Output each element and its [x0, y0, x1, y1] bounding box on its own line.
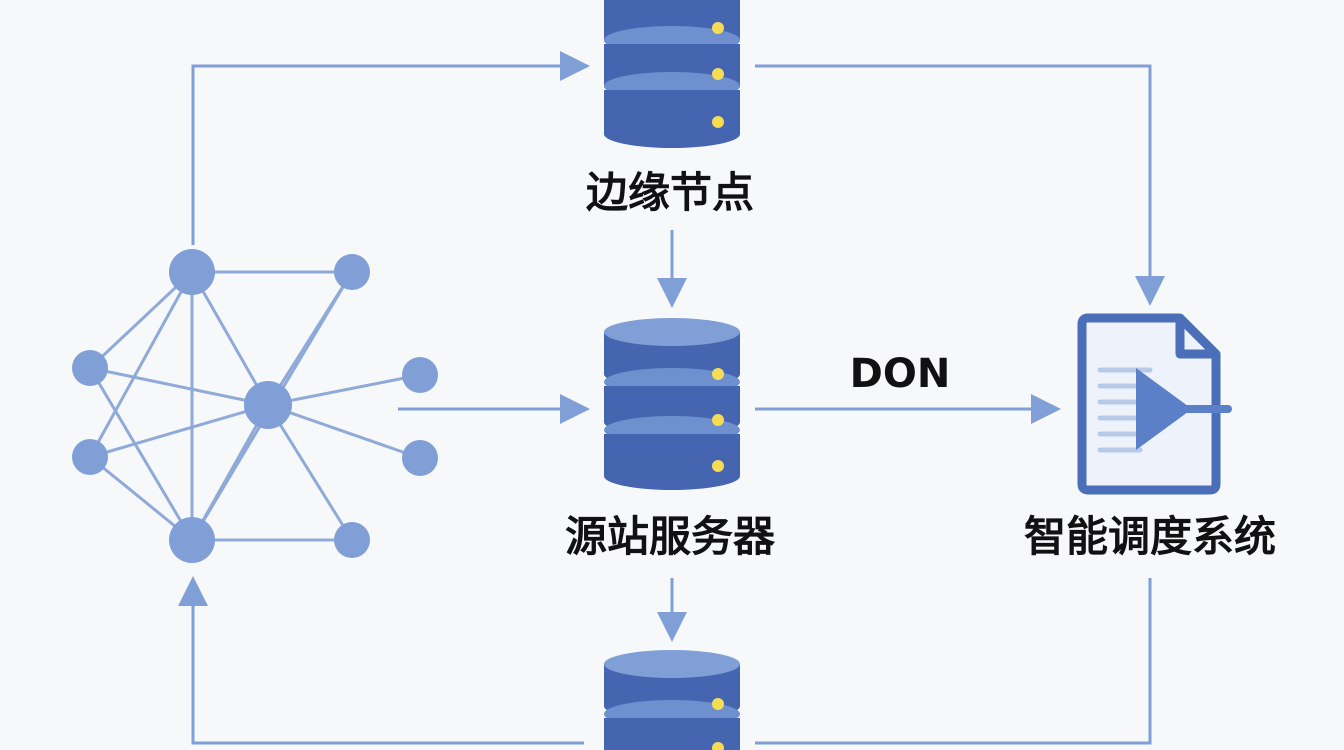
- network-node: [244, 381, 292, 429]
- document-play-icon: [1077, 313, 1232, 495]
- network-node: [402, 440, 438, 476]
- arrow-network-to-edge-node: [191, 51, 590, 245]
- line-edge-node-to-scheduler: [755, 64, 1165, 306]
- network-node: [169, 517, 215, 563]
- network-node: [334, 522, 370, 558]
- database-icon: [604, 318, 740, 490]
- network-node: [72, 439, 108, 475]
- scheduler-label: 智能调度系统: [1023, 512, 1276, 561]
- edge-node-label: 边缘节点: [585, 168, 754, 217]
- network-node: [72, 350, 108, 386]
- network-graph-icon: [72, 249, 438, 563]
- connectors: [178, 51, 1165, 745]
- network-node: [334, 254, 370, 290]
- line-scheduler-to-bottom-server: [755, 578, 1152, 745]
- don-edge-label: DON: [849, 351, 951, 397]
- database-icon: [604, 0, 740, 148]
- network-node: [402, 357, 438, 393]
- network-node: [169, 249, 215, 295]
- arrow-bottom-to-network: [178, 576, 584, 745]
- database-icon: [604, 650, 740, 750]
- origin-server-label: 源站服务器: [564, 512, 775, 561]
